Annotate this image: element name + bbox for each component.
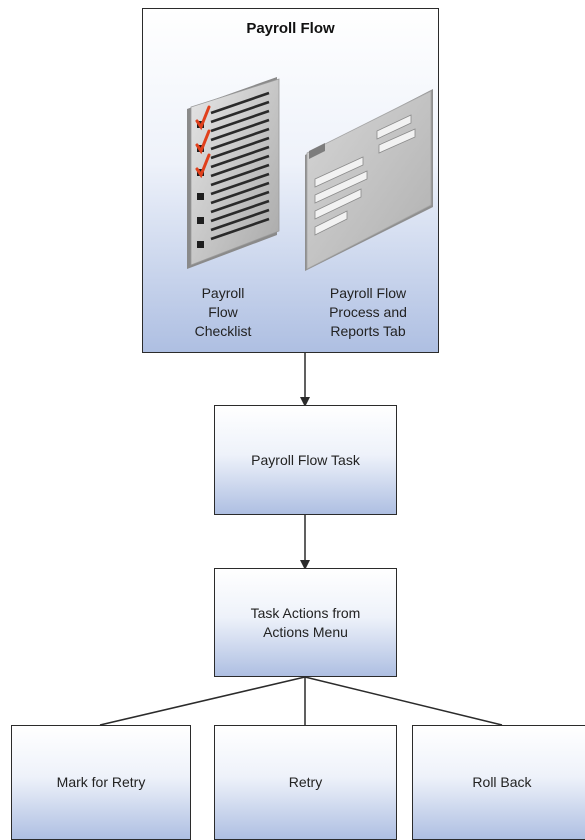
payroll-flow-task-label: Payroll Flow Task xyxy=(251,451,360,468)
roll-back-label: Roll Back xyxy=(472,774,532,790)
tab-caption-line: Reports Tab xyxy=(330,323,406,339)
payroll-flow-box: Payroll Flow xyxy=(142,8,439,353)
line-actions-to-mark-retry xyxy=(99,676,306,726)
payroll-flow-task-box: Payroll Flow Task xyxy=(214,405,397,515)
process-reports-tab-icon xyxy=(305,89,433,271)
payroll-flow-title: Payroll Flow xyxy=(246,20,335,37)
checklist-caption: Payroll Flow Checklist xyxy=(183,284,263,341)
mark-for-retry-box: Mark for Retry xyxy=(11,725,191,840)
checklist-caption-line: Flow xyxy=(208,304,238,320)
roll-back-box: Roll Back xyxy=(412,725,585,840)
mark-for-retry-label: Mark for Retry xyxy=(56,774,146,790)
checklist-caption-line: Payroll xyxy=(201,285,245,301)
checklist-icon xyxy=(187,77,280,269)
task-actions-label: Task Actions from Actions Menu xyxy=(251,604,361,642)
task-actions-box: Task Actions from Actions Menu xyxy=(214,568,397,677)
process-reports-tab-caption: Payroll Flow Process and Reports Tab xyxy=(313,284,423,341)
retry-label: Retry xyxy=(288,774,323,790)
line-actions-to-rollback xyxy=(304,676,503,726)
tab-caption-line: Process and xyxy=(329,304,407,320)
checklist-caption-line: Checklist xyxy=(194,323,252,339)
retry-box: Retry xyxy=(214,725,397,840)
task-actions-label-line: Task Actions from xyxy=(250,604,361,621)
tab-caption-line: Payroll Flow xyxy=(329,285,407,301)
task-actions-label-line: Actions Menu xyxy=(263,623,348,640)
